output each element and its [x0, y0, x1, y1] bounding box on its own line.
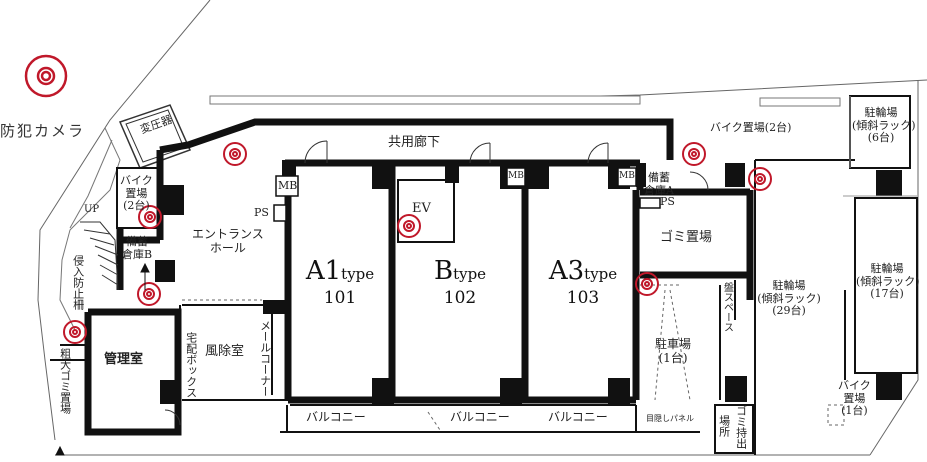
- building-walls: [84, 118, 754, 436]
- storage-a-label: 備蓄倉庫A: [644, 171, 674, 197]
- up-arrow-icon: [55, 262, 150, 456]
- camera-icon: [223, 142, 247, 166]
- unit-type-main: B: [433, 256, 454, 286]
- windbreak-label: 風除室: [205, 344, 245, 359]
- entrance-hall-label: エントランスホール: [192, 227, 264, 255]
- camera-icon: [24, 54, 68, 98]
- storage-b-label: 備蓄倉庫B: [122, 235, 153, 261]
- intrusion-fence-label: 侵入防止柵: [71, 255, 85, 310]
- pillars: [155, 160, 902, 404]
- camera-markers: [24, 54, 772, 344]
- garbage-label: ゴミ置場: [660, 230, 713, 245]
- corridor-label: 共用廊下: [388, 135, 441, 150]
- stairs: [80, 221, 119, 291]
- up-label: UP: [84, 204, 100, 215]
- camera-icon: [397, 214, 421, 238]
- entrance-lines: [182, 284, 845, 431]
- screen-panel-label: 目隠しパネル: [646, 414, 694, 423]
- camera-icon: [138, 205, 162, 229]
- camera-icon: [748, 167, 772, 191]
- board-space-label: 盤スペース: [721, 282, 733, 332]
- unit-number: 101: [323, 288, 357, 308]
- bicycle-top-label: 駐輪場(傾斜ラック)(6台): [852, 106, 916, 145]
- bike-parking-left-label: バイク置場(2台): [120, 174, 153, 213]
- balcony-label: バルコニー: [450, 410, 510, 424]
- bicycle-mid-label: 駐輪場(傾斜ラック)(29台): [757, 279, 821, 318]
- mb-label: MB: [508, 171, 524, 181]
- unit-type-suffix: type: [453, 265, 487, 283]
- place-label: 場所: [717, 415, 731, 437]
- unit-103: A3type 103: [528, 258, 638, 308]
- mb-label: MB: [619, 171, 635, 181]
- doors: [164, 140, 709, 426]
- parking-label: 駐車場(1台): [655, 337, 692, 365]
- bike-right-label: バイク置場(1台): [838, 379, 871, 418]
- unit-type-suffix: type: [341, 265, 375, 283]
- bicycle-right-label: 駐輪場(傾斜ラック)(17台): [856, 262, 920, 301]
- ps-label: PS: [660, 195, 675, 208]
- manager-room-label: 管理室: [104, 352, 144, 367]
- bicycle-rack-lines: [843, 96, 917, 197]
- mail-corner-label: メールコーナー: [258, 320, 272, 397]
- delivery-box-label: 宅配ボックス: [184, 332, 198, 398]
- unit-type-main: A3: [548, 256, 585, 286]
- transformer-box: [118, 104, 192, 169]
- bulky-garbage-label: 粗大ゴミ置場: [58, 348, 72, 414]
- unit-number: 103: [566, 288, 600, 308]
- ps-label: PS: [254, 206, 269, 219]
- camera-icon: [682, 142, 706, 166]
- camera-icon: [63, 320, 87, 344]
- garbage-out-label: ゴミ持出: [734, 405, 748, 449]
- unit-102: Btype 102: [396, 258, 524, 308]
- unit-type-main: A1: [305, 256, 342, 286]
- balcony-label: バルコニー: [548, 410, 608, 424]
- bike-parking-2-label: バイク置場(2台): [710, 121, 792, 134]
- camera-icon: [635, 272, 659, 296]
- legend-label: 防犯カメラ: [0, 122, 86, 140]
- camera-icon: [137, 282, 161, 306]
- fence-strip: [59, 95, 841, 331]
- unit-101: A1type 101: [290, 258, 390, 308]
- unit-number: 102: [443, 288, 477, 308]
- unit-type-suffix: type: [584, 265, 618, 283]
- balcony-label: バルコニー: [306, 410, 366, 424]
- small-boxes: [273, 167, 661, 222]
- mb-label: MB: [278, 179, 298, 192]
- ev-label: EV: [412, 201, 431, 216]
